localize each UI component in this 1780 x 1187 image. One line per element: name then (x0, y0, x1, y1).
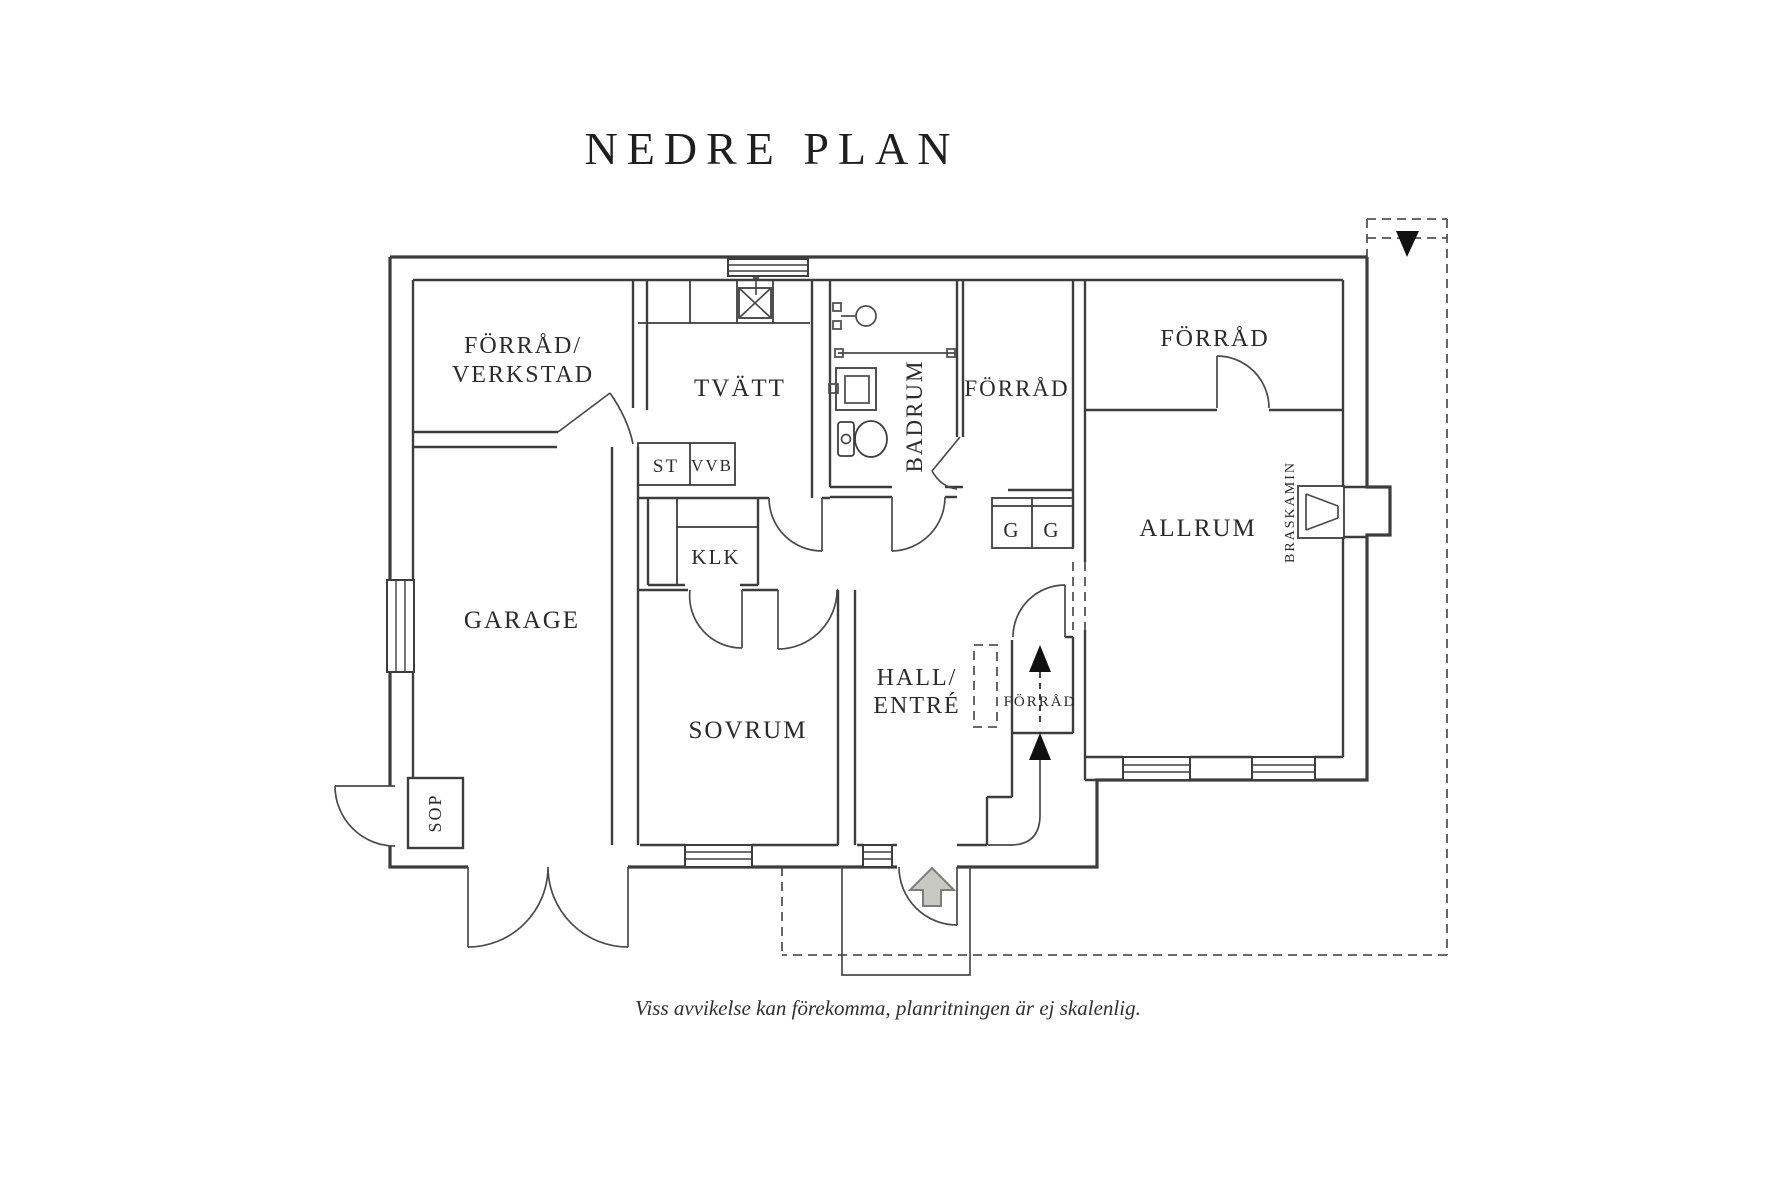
stairs-up-arrow-icon (1029, 645, 1051, 672)
upper-floor-arrow-icon (1396, 231, 1419, 257)
label-braskamin: BRASKAMIN (1283, 461, 1298, 563)
window-icon (727, 258, 809, 277)
label-forrad-stairs: FÖRRÅD (1004, 693, 1077, 710)
entry-arrow-icon (907, 866, 957, 907)
label-hall-2: ENTRÉ (873, 693, 960, 719)
label-badrum: BADRUM (902, 360, 927, 473)
windows (386, 258, 1316, 868)
window-icon (1251, 756, 1316, 781)
laundry-sink-icon (738, 277, 772, 319)
wardrobe-g-g (991, 497, 1074, 549)
label-garage: GARAGE (464, 607, 580, 634)
doors (334, 355, 1270, 948)
outer-walls (388, 255, 1392, 869)
closets (406, 277, 1074, 850)
label-tvatt: TVÄTT (694, 375, 786, 402)
label-forrad-verkstad: FÖRRÅD/ (464, 333, 582, 359)
label-garderob-right: G (1043, 518, 1060, 542)
klk-closet (646, 496, 760, 587)
window-icon (684, 844, 753, 868)
door-arc-icon (688, 589, 743, 649)
entry-porch (841, 866, 971, 976)
fireplace-icon (1297, 485, 1345, 539)
label-forrad-mid: FÖRRÅD (964, 376, 1069, 401)
label-forrad-top-right: FÖRRÅD (1160, 326, 1269, 352)
door-arc-icon (931, 436, 961, 490)
window-icon (1122, 756, 1191, 781)
door-arc-icon (1216, 355, 1270, 409)
window-icon (862, 844, 893, 868)
shower-screen (834, 348, 956, 358)
label-klk: KLK (691, 545, 740, 569)
label-hall: HALL/ (877, 665, 958, 691)
label-garderob-left: G (1003, 518, 1020, 542)
disclaimer-text: Viss avvikelse kan förekomma, planritnin… (635, 996, 1141, 1020)
toilet-icon (837, 420, 888, 458)
label-forrad-verkstad-2: VERKSTAD (452, 362, 594, 388)
door-arc-icon (1012, 584, 1066, 638)
tvatt-cabinets (638, 277, 810, 324)
inner-wall-faces (411, 278, 1367, 847)
door-arc-icon (768, 497, 823, 552)
door-arc-icon (334, 785, 396, 847)
shower-head-icon (832, 302, 877, 330)
door-arc-icon (777, 589, 838, 650)
door-arc-icon (891, 496, 946, 552)
garage-double-door (467, 866, 629, 948)
washbasin-icon (828, 367, 877, 411)
label-st: ST (653, 456, 679, 477)
label-vvb: VVB (691, 456, 733, 475)
bathroom-fixtures (828, 302, 956, 458)
door-arc-icon (898, 866, 958, 926)
window-icon (386, 579, 415, 673)
sop-closet (406, 776, 465, 850)
page-title: NEDRE PLAN (584, 123, 960, 174)
door-arc-icon (557, 392, 634, 445)
stairs-up-arrow-icon (1029, 733, 1051, 760)
label-sovrum: SOVRUM (689, 717, 808, 744)
st-vvb-closet (637, 442, 736, 486)
label-allrum: ALLRUM (1139, 515, 1257, 542)
label-sop: SOP (425, 793, 445, 832)
room-labels: FÖRRÅD/ VERKSTAD TVÄTT BADRUM FÖRRÅD FÖR… (425, 326, 1298, 833)
patio-dashed-outline (781, 218, 1448, 956)
staircase (988, 645, 1051, 846)
